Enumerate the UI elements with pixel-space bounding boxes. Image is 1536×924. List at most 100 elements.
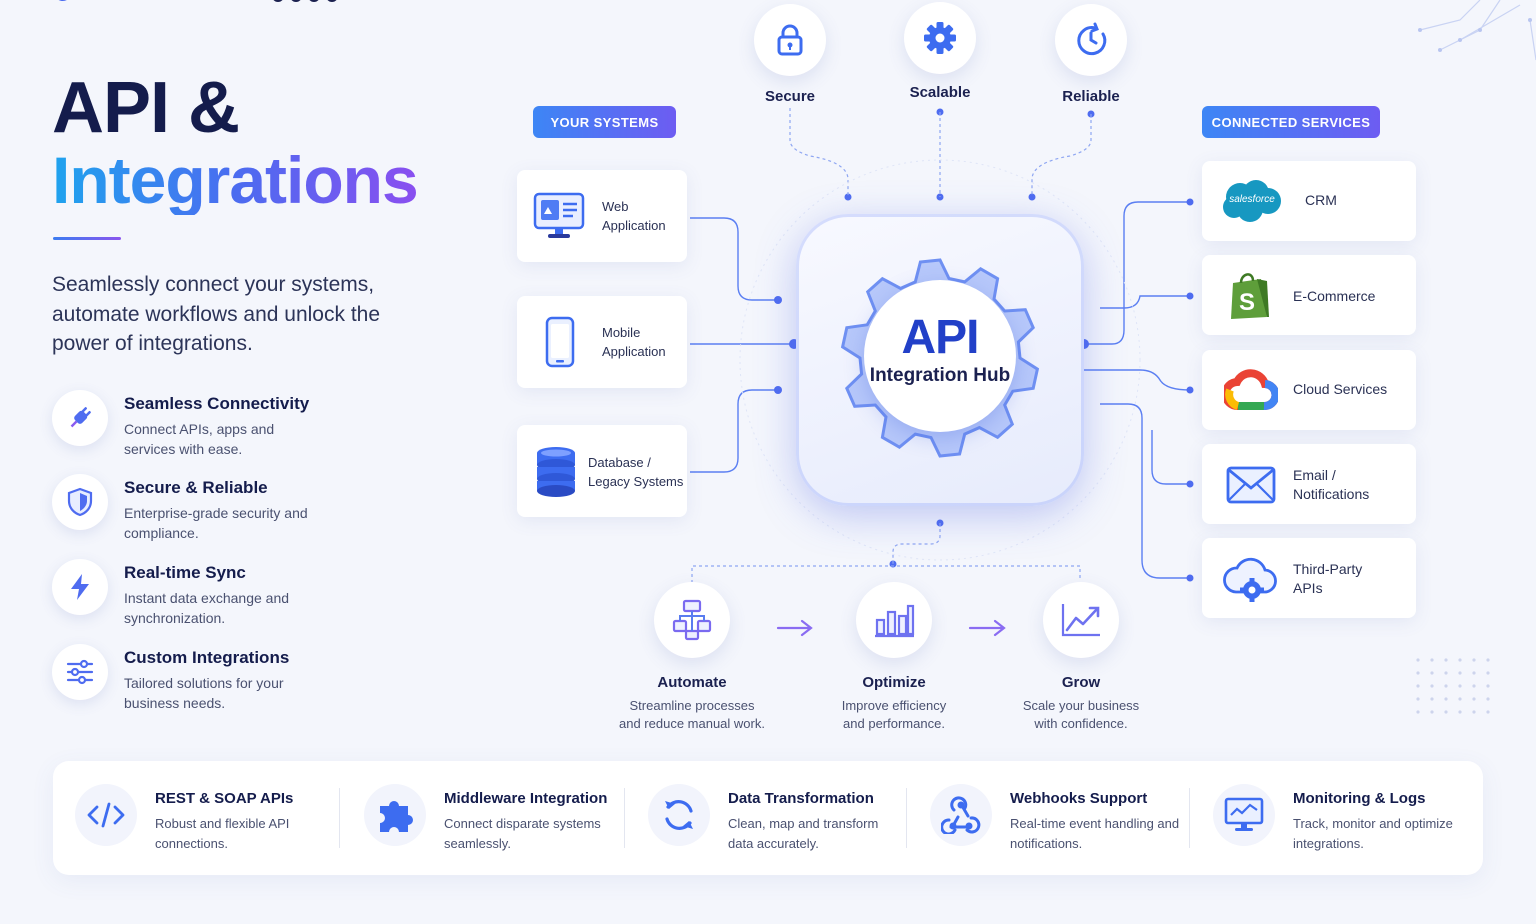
- cloud-gear-icon: [1222, 554, 1278, 609]
- capability-title: Data Transformation: [728, 790, 874, 807]
- grid-dot: [1486, 671, 1490, 675]
- your-systems-label: YOUR SYSTEMS: [533, 106, 676, 138]
- service-label: Email / Notifications: [1293, 467, 1370, 502]
- grid-dot: [1430, 697, 1434, 701]
- grid-dot: [1486, 710, 1490, 714]
- grid-dot: [1444, 684, 1448, 688]
- grid-dot: [1416, 671, 1420, 675]
- trait-label: Secure: [764, 88, 816, 105]
- feature-title: Real-time Sync: [124, 563, 246, 582]
- capability-middleware[interactable]: Middleware Integration Connect disparate…: [364, 784, 634, 854]
- mobile-icon: [545, 316, 575, 373]
- webhook-icon: [930, 784, 992, 846]
- grid-dot: [1486, 697, 1490, 701]
- service-card-ecommerce[interactable]: S E-Commerce: [1202, 255, 1416, 335]
- decorative-dot-grid: [1416, 658, 1490, 714]
- service-card-cloud-services[interactable]: Cloud Services: [1202, 350, 1416, 430]
- service-label: Third-Party APIs: [1293, 561, 1363, 596]
- step-title: Automate: [657, 674, 727, 691]
- system-label: Mobile Application: [602, 325, 666, 359]
- grid-dot: [1416, 684, 1420, 688]
- capability-title: REST & SOAP APIs: [155, 790, 294, 807]
- feature-custom-integrations: Custom Integrations Tailored solutions f…: [52, 644, 382, 724]
- lock-icon: [754, 4, 826, 76]
- capability-desc: Clean, map and transform data accurately…: [728, 816, 879, 851]
- feature-secure-reliable: Secure & Reliable Enterprise-grade secur…: [52, 474, 382, 554]
- grid-dot: [1430, 710, 1434, 714]
- grid-dot: [1416, 697, 1420, 701]
- grid-dot: [1458, 684, 1462, 688]
- gear-icon: [904, 2, 976, 74]
- system-card-database[interactable]: Database / Legacy Systems: [517, 425, 687, 517]
- grid-dot: [1430, 671, 1434, 675]
- grid-dot: [1430, 684, 1434, 688]
- grid-dot: [1486, 658, 1490, 662]
- grid-dot: [1458, 671, 1462, 675]
- feature-desc: Instant data exchange and synchronizatio…: [124, 590, 290, 626]
- envelope-icon: [1226, 466, 1276, 509]
- decorative-network-lines: [1418, 0, 1536, 61]
- service-card-third-party-apis[interactable]: Third-Party APIs: [1202, 538, 1416, 618]
- trait-label: Reliable: [1062, 88, 1120, 105]
- grid-dot: [1416, 658, 1420, 662]
- divider: [339, 788, 340, 848]
- capability-title: Monitoring & Logs: [1293, 790, 1426, 807]
- page-subtitle: Seamlessly connect your systems, automat…: [52, 273, 381, 355]
- step-desc: Improve efficiency and performance.: [841, 698, 947, 731]
- system-label: Database / Legacy Systems: [588, 455, 684, 489]
- feature-seamless-connectivity: Seamless Connectivity Connect APIs, apps…: [52, 390, 382, 470]
- step-desc: Scale your business with confidence.: [1022, 698, 1140, 731]
- feature-desc: Connect APIs, apps and services with eas…: [124, 421, 275, 457]
- grid-dot: [1444, 710, 1448, 714]
- grid-dot: [1444, 697, 1448, 701]
- divider: [1189, 788, 1190, 848]
- monitor-icon: [1213, 784, 1275, 846]
- step-optimize: Optimize Improve efficiency and performa…: [794, 582, 994, 733]
- database-icon: [535, 445, 577, 504]
- grid-dot: [1416, 710, 1420, 714]
- clock-icon: [1055, 4, 1127, 76]
- sliders-icon: [52, 644, 108, 700]
- step-title: Grow: [1061, 674, 1101, 691]
- grid-dot: [1472, 671, 1476, 675]
- hub-subtitle: Integration Hub: [869, 365, 1011, 386]
- grid-dot: [1430, 658, 1434, 662]
- capability-desc: Connect disparate systems seamlessly.: [444, 816, 601, 851]
- salesforce-logo-text: salesforce: [1229, 194, 1275, 205]
- lightning-icon: [52, 559, 108, 615]
- svg-text:S: S: [1239, 289, 1255, 316]
- grid-dot: [1472, 697, 1476, 701]
- salesforce-logo: salesforce: [1220, 177, 1284, 225]
- bar-chart-icon: [856, 582, 932, 658]
- system-card-mobile-application[interactable]: Mobile Application: [517, 296, 687, 388]
- refresh-icon: [648, 784, 710, 846]
- grid-dot: [1458, 658, 1462, 662]
- feature-realtime-sync: Real-time Sync Instant data exchange and…: [52, 559, 382, 639]
- service-label: CRM: [1305, 192, 1337, 208]
- grid-dot: [1472, 658, 1476, 662]
- trait-label: Scalable: [909, 84, 971, 101]
- capability-desc: Robust and flexible API connections.: [155, 816, 290, 851]
- puzzle-icon: [364, 784, 426, 846]
- grid-dot: [1444, 671, 1448, 675]
- grid-dot: [1472, 684, 1476, 688]
- trait-secure: Secure: [753, 4, 827, 105]
- hub-center: API Integration Hub: [864, 280, 1016, 432]
- service-card-email[interactable]: Email / Notifications: [1202, 444, 1416, 524]
- divider: [906, 788, 907, 848]
- capability-webhooks[interactable]: Webhooks Support Real-time event handlin…: [930, 784, 1200, 854]
- shield-icon: [52, 474, 108, 530]
- step-grow: Grow Scale your business with confidence…: [981, 582, 1181, 733]
- shopify-bag-icon: S: [1227, 269, 1271, 326]
- capability-desc: Track, monitor and optimize integrations…: [1293, 816, 1453, 851]
- system-card-web-application[interactable]: Web Application: [517, 170, 687, 262]
- hub-title: API: [901, 311, 979, 364]
- feature-title: Secure & Reliable: [124, 478, 268, 497]
- connected-services-label: CONNECTED SERVICES: [1202, 106, 1380, 138]
- plug-icon: [52, 390, 108, 446]
- capability-data-transformation[interactable]: Data Transformation Clean, map and trans…: [648, 784, 918, 854]
- capability-monitoring[interactable]: Monitoring & Logs Track, monitor and opt…: [1213, 784, 1483, 854]
- code-icon: [75, 784, 137, 846]
- capability-rest-soap[interactable]: REST & SOAP APIs Robust and flexible API…: [75, 784, 345, 854]
- service-card-crm[interactable]: salesforce CRM: [1202, 161, 1416, 241]
